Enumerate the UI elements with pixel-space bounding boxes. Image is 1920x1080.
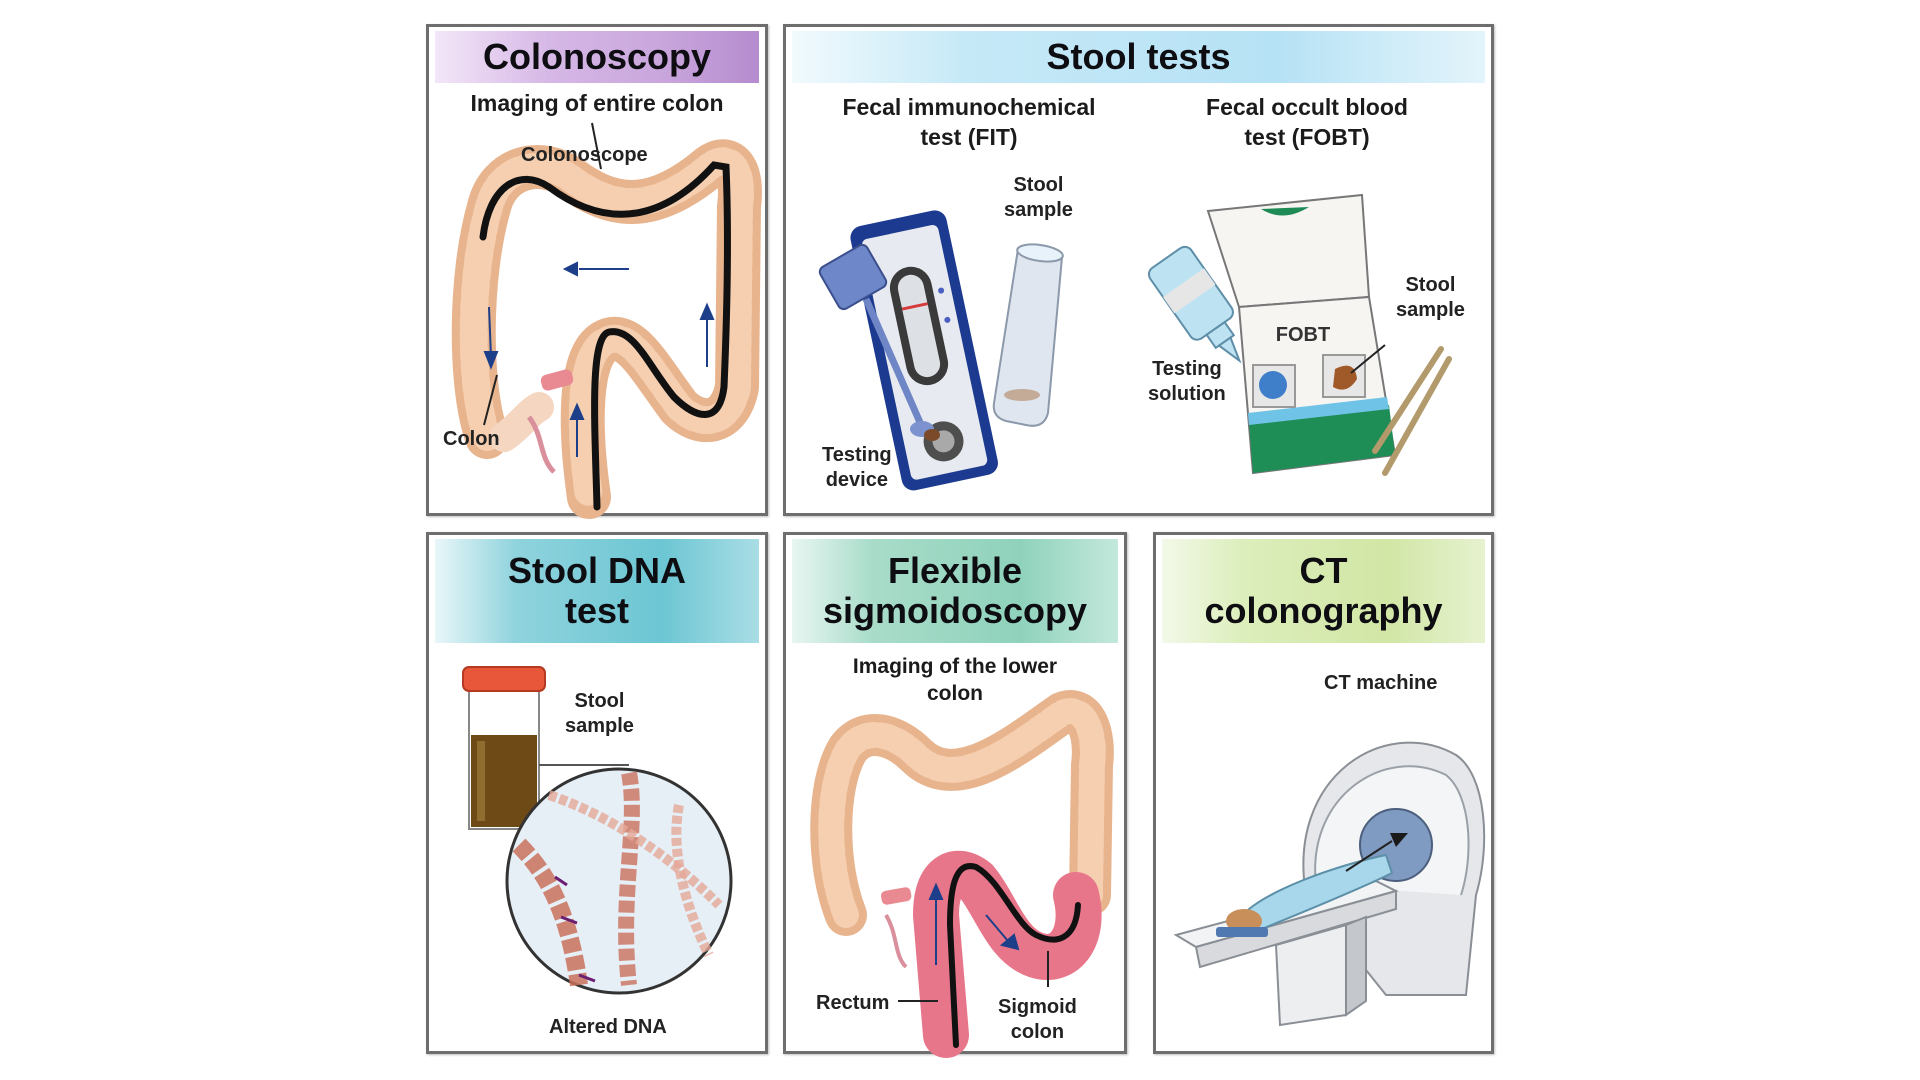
flexible-scope-icon [946,863,1081,1048]
label-colonoscope: Colonoscope [521,144,648,166]
patient-icon [1216,853,1394,937]
fobt-title-line2: test (FOBT) [1244,123,1370,150]
panel-title-line2: sigmoidoscopy [822,590,1088,631]
fobt-kit-illustration: FOBT [1147,193,1452,476]
sample-collector-icon [818,243,940,441]
panel-subtitle: Imaging of the lower colon [852,655,1058,706]
panel-stool-tests: Stool tests Fecal immunochemical test (F… [783,24,1494,516]
panel-title-line1: CT [1299,549,1348,591]
magnified-dna-icon [505,767,733,995]
panel-header-stool-tests: Stool tests [792,31,1485,83]
panel-title-line1: Stool DNA [508,549,686,591]
ileum-icon [880,887,912,905]
label-rectum: Rectum [816,992,890,1014]
fobt-title-line1: Fecal occult blood [1206,94,1408,120]
panel-header-stool-dna: Stool DNA test [435,539,759,643]
ileum-icon [540,369,574,391]
panel-title-line2: test [564,590,629,631]
fit-title: Fecal immunochemical test (FIT) [786,93,1152,153]
fobt-stool-leader-line [1350,344,1386,374]
rectum-sigmoid-icon [912,850,1102,1058]
panel-header-sigmoidoscopy: Flexible sigmoidoscopy [792,539,1118,643]
fit-label-testing-device: Testing device [822,444,892,491]
panel-title: Colonoscopy [482,35,711,77]
panel-header-colonoscopy: Colonoscopy [435,31,759,83]
fobt-title: Fecal occult blood test (FOBT) [1152,93,1462,153]
direction-arrows [483,261,715,457]
panel-subtitle: Imaging of entire colon [470,90,724,116]
fit-title-line1: Fecal immunochemical [842,94,1096,120]
fobt-label-stool-sample: Stool sample [1396,274,1465,321]
fobt-label-testing-solution: Testing solution [1148,358,1226,405]
panel-flexible-sigmoidoscopy: Flexible sigmoidoscopy Imaging of the lo… [783,532,1127,1058]
fit-title-line2: test (FIT) [920,123,1018,150]
colonoscope-leader-line [591,122,602,170]
dna-label-altered-dna: Altered DNA [549,1016,667,1038]
colon-with-colonoscope-illustration [451,122,762,519]
colon-leader-line [483,374,498,426]
panel-colonoscopy: Colonoscopy Imaging of entire colon Colo… [426,24,768,519]
dna-label-stool-sample: Stool sample [565,690,634,737]
fobt-card-icon [1206,193,1397,475]
appendix-icon [884,913,908,969]
fit-label-stool-sample: Stool sample [1004,174,1073,221]
testing-device-icon [850,210,998,491]
direction-arrows [928,882,1020,965]
panel-title: Stool tests [1046,35,1231,77]
panel-title-line2: colonography [1204,590,1443,631]
label-ct-machine: CT machine [1324,672,1438,694]
panel-ct-colonography: CT colonography CT machine [1153,532,1494,1054]
test-tube-icon [992,243,1064,427]
ct-scanner-illustration [1173,741,1486,1027]
label-sigmoid-colon: Sigmoid colon [998,996,1077,1043]
label-colon: Colon [443,428,500,450]
dropper-bottle-icon [1147,245,1242,364]
specimen-jar-icon [462,666,629,830]
panel-title-line1: Flexible [887,549,1023,591]
ct-machine-leader-line [1345,840,1393,872]
applicator-sticks-icon [1372,346,1452,476]
fobt-card-text: FOBT [1276,324,1330,346]
panel-stool-dna-test: Stool DNA test Stool sample Altered DNA [426,532,768,1054]
stool-dna-illustration [462,666,733,995]
appendix-icon [526,415,556,474]
colon-icon [810,690,1114,936]
lower-colon-illustration [810,690,1114,1058]
panel-header-ct: CT colonography [1162,539,1485,643]
colonoscope-icon [479,161,731,511]
fit-kit-illustration [818,210,1064,491]
